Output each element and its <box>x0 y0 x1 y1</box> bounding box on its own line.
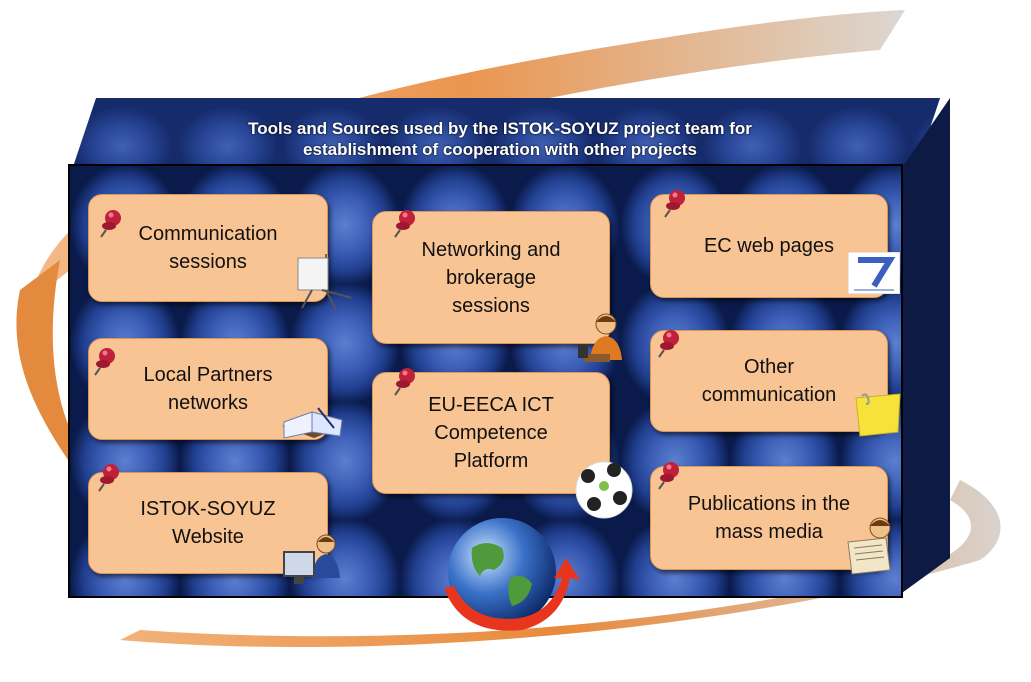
card-publications: Publications in the mass media <box>650 466 888 570</box>
card-label: ISTOK-SOYUZ Website <box>140 498 276 548</box>
pushpin-icon <box>94 348 115 376</box>
card-label: Publications in the mass media <box>687 493 851 543</box>
box-top-face <box>70 98 940 176</box>
card-label: Networking and brokerage sessions <box>421 238 561 317</box>
diagram-title: Tools and Sources used by the ISTOK-SOYU… <box>120 118 880 160</box>
card-ec-web-pages: EC web pages <box>650 194 888 298</box>
sticky-note-icon <box>855 393 901 437</box>
title-line-1: Tools and Sources used by the ISTOK-SOYU… <box>248 119 752 138</box>
handshake-network-icon <box>575 461 633 519</box>
person-meeting-icon <box>578 313 622 362</box>
pushpin-icon <box>100 210 121 238</box>
title-line-2: establishment of cooperation with other … <box>303 140 697 159</box>
pushpin-icon <box>664 190 685 218</box>
pushpin-icon <box>394 368 415 396</box>
open-book-icon <box>282 407 344 439</box>
newspaper-reader-icon <box>847 517 891 575</box>
card-networking-sessions: Networking and brokerage sessions <box>372 211 610 344</box>
pushpin-icon <box>658 330 679 358</box>
computer-user-icon <box>283 534 340 584</box>
card-label: Other communication <box>701 356 837 406</box>
card-communication-sessions: Communication sessions <box>88 194 328 302</box>
card-label: Local Partners networks <box>143 364 273 414</box>
card-other-communication: Other communication <box>650 330 888 432</box>
card-label: EC web pages <box>703 235 835 257</box>
projector-screen-icon <box>297 254 353 311</box>
card-eu-eeca-platform: EU-EECA ICT Competence Platform <box>372 372 610 494</box>
fp7-logo-icon <box>848 252 900 294</box>
card-label: Communication sessions <box>138 223 278 273</box>
card-label: EU-EECA ICT Competence Platform <box>428 394 554 472</box>
pushpin-icon <box>98 464 119 492</box>
globe-icon <box>444 518 580 631</box>
pushpin-icon <box>394 210 415 238</box>
box-right-face <box>895 98 950 598</box>
pushpin-icon <box>658 462 679 490</box>
